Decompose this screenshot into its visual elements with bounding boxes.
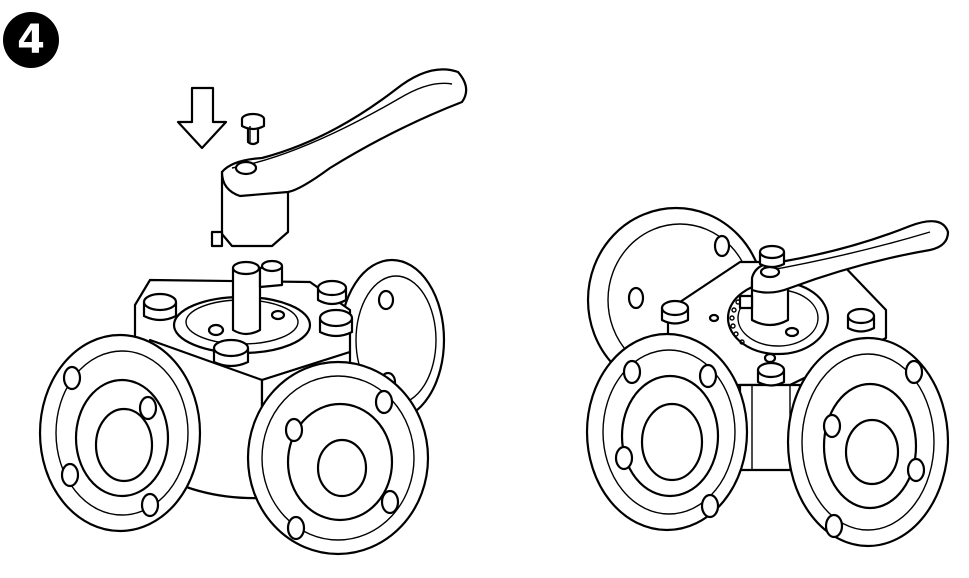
bolt [758, 244, 786, 269]
right-flange [246, 360, 430, 556]
bolt [756, 361, 786, 387]
handle-lever [738, 220, 950, 310]
left-flange [585, 332, 749, 532]
exploded-valve [38, 68, 468, 556]
down-arrow-icon [176, 86, 228, 150]
assembled-valve [585, 206, 950, 548]
handle-lever [210, 68, 468, 248]
bolt [846, 307, 876, 333]
bolt [318, 308, 354, 338]
bolt [142, 292, 178, 322]
bolt [316, 279, 348, 306]
right-flange [786, 336, 950, 548]
bolt [212, 338, 250, 368]
step-number-badge: 4 [3, 12, 59, 68]
screw [240, 112, 266, 146]
left-flange [38, 333, 202, 533]
bolt [660, 299, 690, 325]
